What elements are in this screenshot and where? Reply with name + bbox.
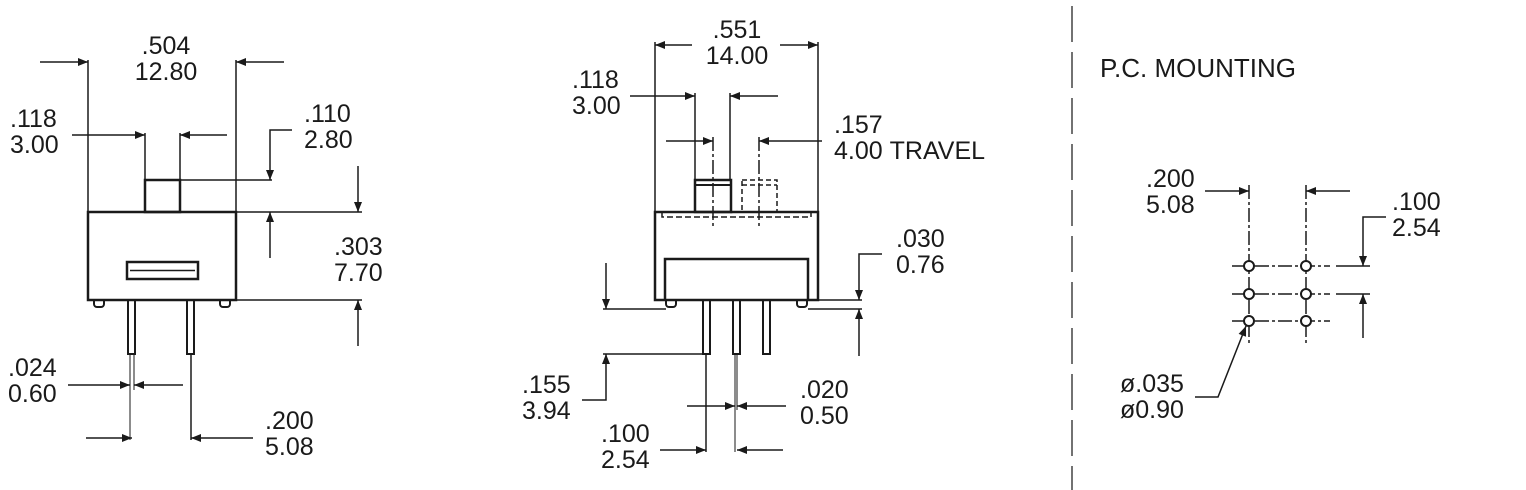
dim-front-pin-thickness: .020 0.50: [800, 377, 849, 429]
pin-3: [762, 299, 771, 355]
front-view: [582, 41, 882, 454]
dim-pc-hole-diameter: ø.035 ø0.90: [1120, 371, 1184, 423]
switch-body-front: [653, 210, 820, 302]
dim-mm: ø0.90: [1120, 396, 1184, 424]
hole-r1c1: [1243, 260, 1255, 272]
dim-inch: .504: [141, 32, 191, 60]
dim-side-actuator-height: .110 2.80: [304, 101, 353, 153]
dim-mm: 3.00: [10, 131, 59, 159]
dim-mm: 3.94: [522, 397, 571, 425]
pin-2: [732, 299, 741, 355]
dim-mm: 0.50: [800, 402, 849, 430]
dim-mm: 5.08: [1146, 191, 1195, 219]
dim-mm: 4.00: [834, 137, 883, 165]
pin-1: [702, 299, 711, 355]
travel-label: TRAVEL: [889, 137, 986, 165]
dim-mm: 14.00: [705, 42, 769, 70]
hole-r2c2: [1300, 288, 1312, 300]
switch-body-side: [86, 210, 238, 302]
actuator-side: [143, 178, 182, 214]
foot-right: [796, 300, 808, 308]
dim-inch: .303: [334, 233, 383, 261]
hole-r1c2: [1300, 260, 1312, 272]
dim-mm: 2.54: [1392, 214, 1441, 242]
dim-side-actuator-width: .118 3.00: [10, 106, 59, 158]
hole-r3c1: [1243, 315, 1255, 327]
foot-left: [665, 300, 677, 308]
dim-mm: 0.60: [8, 380, 57, 408]
foot-right: [219, 300, 231, 308]
dim-inch: .100: [601, 420, 650, 448]
dim-inch: .157: [834, 111, 883, 139]
dim-mm: 2.80: [304, 126, 353, 154]
pin-right: [186, 299, 195, 355]
pc-mounting-view: [1195, 185, 1386, 398]
dim-inch: .020: [800, 376, 849, 404]
dim-inch: .155: [522, 371, 571, 399]
dim-front-standoff: .030 0.76: [896, 226, 945, 278]
dim-front-pin-pitch: .100 2.54: [601, 421, 650, 473]
dim-mm: 2.54: [601, 446, 650, 474]
dim-side-pin-width: .024 0.60: [8, 355, 57, 407]
hole-r2c1: [1243, 288, 1255, 300]
foot-left: [93, 300, 105, 308]
dim-pc-column-spacing: .200 5.08: [1146, 166, 1195, 218]
dim-mm: 0.76: [896, 251, 945, 279]
dim-front-pin-length: .155 3.94: [522, 372, 571, 424]
dim-mm: 7.70: [334, 259, 383, 287]
dim-inch: .551: [712, 16, 762, 44]
hole-r3c2: [1300, 315, 1312, 327]
dim-side-pin-spacing: .200 5.08: [265, 408, 314, 460]
side-view: [40, 58, 362, 442]
dim-inch: .118: [572, 66, 619, 94]
dim-inch: .110: [304, 100, 351, 128]
dim-front-travel: .157 4.00 TRAVEL: [834, 112, 985, 164]
side-slot: [125, 260, 200, 281]
pc-mounting-title: P.C. MOUNTING: [1100, 53, 1296, 83]
dim-side-body-height: .303 7.70: [334, 234, 383, 286]
dim-inch: ø.035: [1120, 370, 1184, 398]
dim-pc-row-spacing: .100 2.54: [1392, 189, 1441, 241]
dim-inch: .118: [10, 105, 57, 133]
dim-mm: 3.00: [572, 92, 621, 120]
dim-inch: .024: [8, 354, 57, 382]
dim-mm: 12.80: [134, 58, 198, 86]
dim-inch: .030: [896, 225, 945, 253]
dim-inch: .100: [1392, 188, 1441, 216]
dim-mm: 5.08: [265, 433, 314, 461]
pin-left: [127, 299, 136, 355]
dim-front-actuator-width: .118 3.00: [572, 67, 621, 119]
dim-front-overall-width: .551 14.00: [700, 17, 774, 69]
dim-inch: .200: [265, 407, 314, 435]
dim-inch: .200: [1146, 165, 1195, 193]
dim-side-overall-width: .504 12.80: [130, 33, 202, 85]
